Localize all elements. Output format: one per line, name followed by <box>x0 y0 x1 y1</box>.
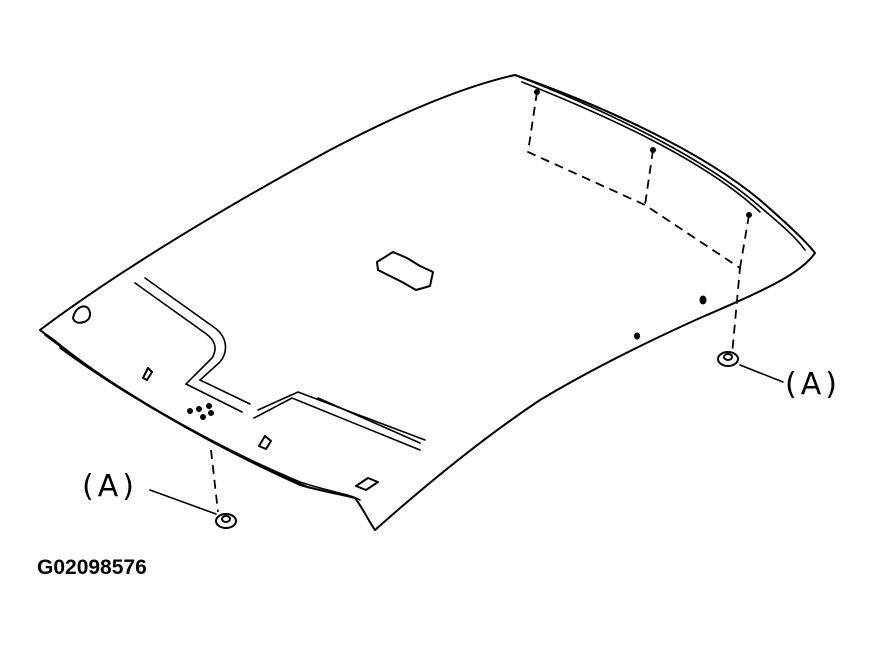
dome-lamp-cutout <box>376 251 434 291</box>
hidden-attachment-lines <box>210 89 752 513</box>
callout-label-right: (A) <box>785 367 841 402</box>
callout-label-left: (A) <box>82 469 138 504</box>
headliner-cutouts <box>72 251 707 491</box>
clip-left <box>149 489 237 529</box>
clip-right <box>717 351 784 383</box>
figure-code: G02098576 <box>37 556 147 579</box>
headliner-panel <box>39 74 816 531</box>
corner-hole-left <box>72 305 92 324</box>
rear-ridge-lines <box>134 277 426 451</box>
